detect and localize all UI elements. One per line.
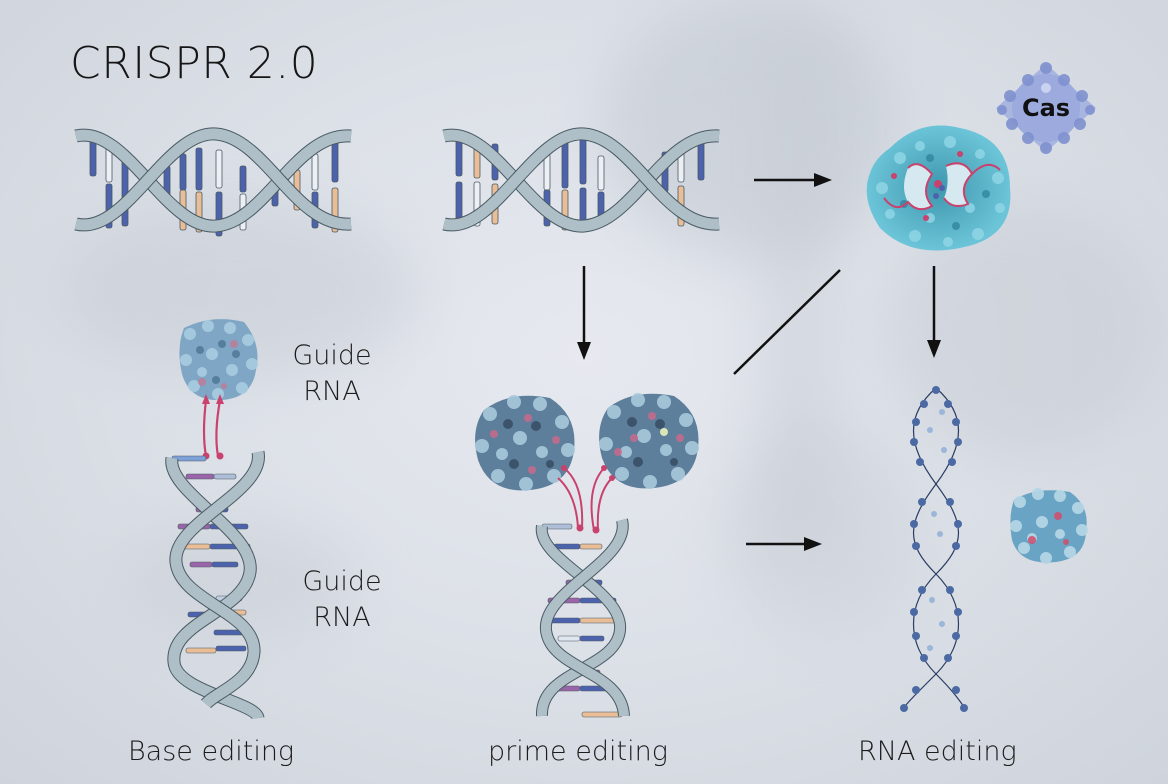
rna-editing-label: RNA editing xyxy=(858,736,1017,767)
base-editing-label: Base editing xyxy=(128,736,295,767)
cas-protein-icon xyxy=(866,125,1011,251)
rna-strand-icon xyxy=(900,386,968,712)
page-title: CRISPR 2.0 xyxy=(70,38,319,89)
guide-rna-strand xyxy=(202,394,224,460)
dna-helix-icon xyxy=(442,127,720,233)
connector-line xyxy=(733,269,841,375)
guide-rna-label-bottom: Guide RNA xyxy=(302,566,382,633)
cas-badge-label: Cas xyxy=(1021,94,1071,122)
prime-editing-label: prime editing xyxy=(488,736,668,767)
arrow-icon xyxy=(746,537,822,551)
arrow-icon xyxy=(927,266,941,358)
protein-icon xyxy=(179,319,258,401)
protein-icon xyxy=(475,395,575,491)
dna-helix-icon xyxy=(535,518,630,718)
arrow-icon xyxy=(577,266,591,360)
cas-badge: Cas xyxy=(994,62,1098,154)
arrow-icon xyxy=(754,173,832,187)
dna-helix-icon xyxy=(74,127,352,237)
dna-helix-icon xyxy=(165,450,265,721)
protein-icon xyxy=(599,393,699,489)
guide-rna-label-top: Guide RNA xyxy=(292,340,372,407)
protein-icon xyxy=(1010,488,1088,564)
cas-badge-icon xyxy=(996,62,1096,154)
guide-rna-strand xyxy=(557,465,615,534)
